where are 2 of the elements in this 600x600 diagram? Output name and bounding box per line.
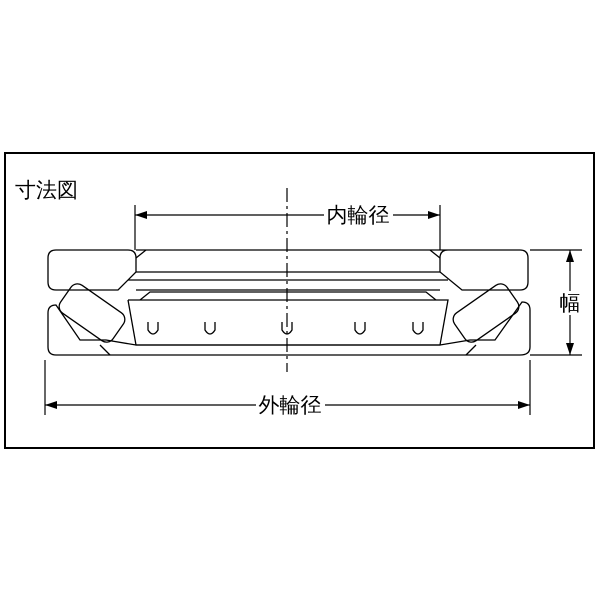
dimension-label: 内輪径 — [324, 203, 392, 227]
dimension-label: 外輪径 — [256, 393, 324, 417]
